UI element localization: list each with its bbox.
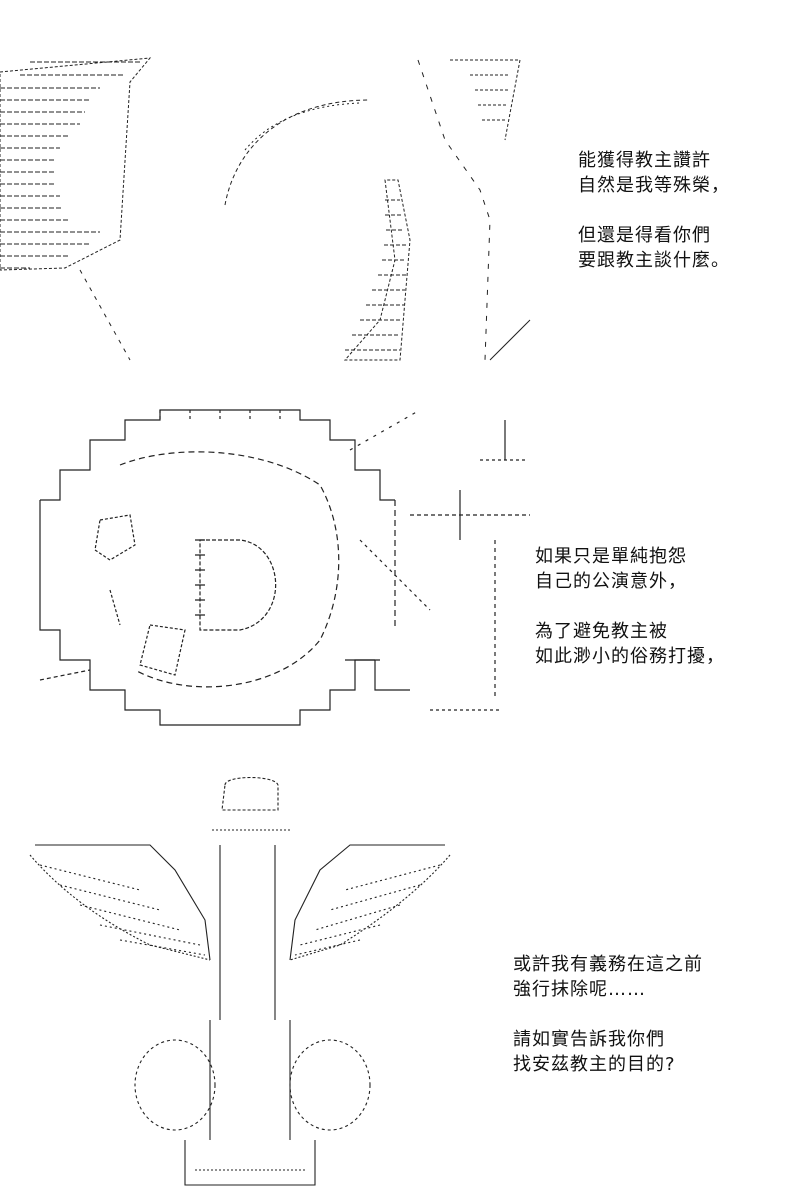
dialogue-line: 要跟教主談什麼。 xyxy=(578,250,730,271)
dialogue-line: 或許我有義務在這之前 xyxy=(513,954,703,975)
dialogue-line: 能獲得教主讚許 xyxy=(578,150,711,171)
dialogue-line: 如果只是單純抱怨 xyxy=(535,546,687,567)
dialogue-line: 找安茲教主的目的? xyxy=(513,1054,676,1075)
manga-panel-2: 如果只是單純抱怨 自己的公演意外， 為了避免教主被 如此渺小的俗務打擾， xyxy=(0,390,800,740)
manga-panel-3: 或許我有義務在這之前 強行抹除呢…… 請如實告訴我你們 找安茲教主的目的? xyxy=(0,760,800,1200)
dialogue-line: 自己的公演意外， xyxy=(535,571,687,592)
dialogue-line: 強行抹除呢…… xyxy=(513,979,646,1000)
manga-panel-1: 能獲得教主讚許 自然是我等殊榮， 但還是得看你們 要跟教主談什麼。 xyxy=(0,0,800,380)
dialogue-text-1: 能獲得教主讚許 自然是我等殊榮， 但還是得看你們 要跟教主談什麼。 xyxy=(578,148,730,273)
dialogue-line: 如此渺小的俗務打擾， xyxy=(535,646,725,667)
dialogue-line: 為了避免教主被 xyxy=(535,621,668,642)
dialogue-text-2: 如果只是單純抱怨 自己的公演意外， 為了避免教主被 如此渺小的俗務打擾， xyxy=(535,544,725,669)
dialogue-line: 自然是我等殊榮， xyxy=(578,175,730,196)
ascii-art-dragon-wing-and-tail xyxy=(0,57,531,361)
dialogue-line: 但還是得看你們 xyxy=(578,225,711,246)
dialogue-line: 請如實告訴我你們 xyxy=(513,1029,665,1050)
dialogue-text-3: 或許我有義務在這之前 強行抹除呢…… 請如實告訴我你們 找安茲教主的目的? xyxy=(513,952,703,1077)
ascii-art-gear-crest xyxy=(39,409,530,726)
ascii-art-winged-staff xyxy=(29,777,451,1186)
